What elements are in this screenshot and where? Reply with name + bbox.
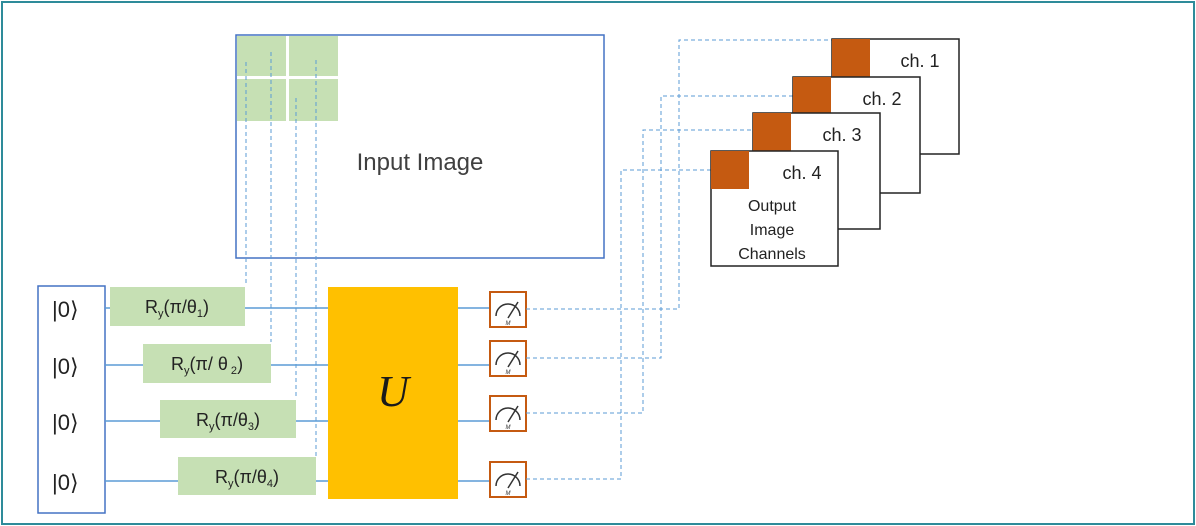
- ry-gate-3-label: Ry(π/θ3): [196, 410, 260, 433]
- channel-pixel-3: [753, 113, 791, 151]
- ry-gate-4-label: Ry(π/θ4): [215, 467, 279, 490]
- channel-pixel-1: [832, 39, 870, 77]
- unitary-block: [328, 287, 458, 499]
- patch-pixel-1: [237, 36, 286, 76]
- patch-encoding-lines: [245, 52, 317, 458]
- ry-gate-2-label: Ry(π/ θ 2): [171, 354, 243, 377]
- register-bracket: [37, 285, 106, 514]
- channel-pixel-4: [711, 151, 749, 189]
- svg-text:M: M: [506, 321, 511, 327]
- measurement-meters: M M M M: [489, 291, 527, 498]
- output-caption-line-1: Output: [748, 198, 797, 215]
- channel-label-1: ch. 1: [900, 51, 939, 71]
- channel-label-3: ch. 3: [822, 125, 861, 145]
- meter-icon: M: [489, 291, 527, 328]
- patch-pixel-2: [289, 36, 338, 76]
- meter-icon: M: [489, 340, 527, 377]
- input-image-label: Input Image: [357, 149, 484, 176]
- channel-pixel-2: [793, 77, 831, 115]
- output-channels: ch. 1 ch. 2 ch. 3 ch. 4 Output Image Cha…: [710, 38, 960, 267]
- channel-label-2: ch. 2: [862, 89, 901, 109]
- ry-gate-4: [178, 457, 316, 495]
- patch-pixel-4: [289, 79, 338, 121]
- ket-4: |0⟩: [52, 470, 79, 495]
- output-caption-line-3: Channels: [738, 246, 806, 263]
- ry-gate-1: [110, 287, 245, 326]
- meter-icon: M: [489, 395, 527, 432]
- output-caption-line-2: Image: [750, 222, 795, 239]
- ket-2: |0⟩: [52, 354, 79, 379]
- svg-text:M: M: [506, 425, 511, 431]
- meter-icon: M: [489, 461, 527, 498]
- ket-3: |0⟩: [52, 410, 79, 435]
- input-image: Input Image: [235, 34, 605, 259]
- qubit-wires: [105, 307, 490, 482]
- unitary-label: U: [377, 367, 412, 416]
- ry-gate-2: [143, 344, 271, 383]
- svg-text:M: M: [506, 491, 511, 497]
- measurement-routing-lines: [526, 39, 832, 480]
- svg-text:M: M: [506, 370, 511, 376]
- rotation-gates: Ry(π/θ1) Ry(π/ θ 2) Ry(π/θ3) Ry(π/θ4): [110, 287, 316, 495]
- ry-gate-1-label: Ry(π/θ1): [145, 297, 209, 320]
- ket-1: |0⟩: [52, 297, 79, 322]
- patch-pixel-3: [237, 79, 286, 121]
- qubit-kets: |0⟩ |0⟩ |0⟩ |0⟩: [52, 297, 79, 495]
- channel-label-4: ch. 4: [782, 163, 821, 183]
- ry-gate-3: [160, 400, 296, 438]
